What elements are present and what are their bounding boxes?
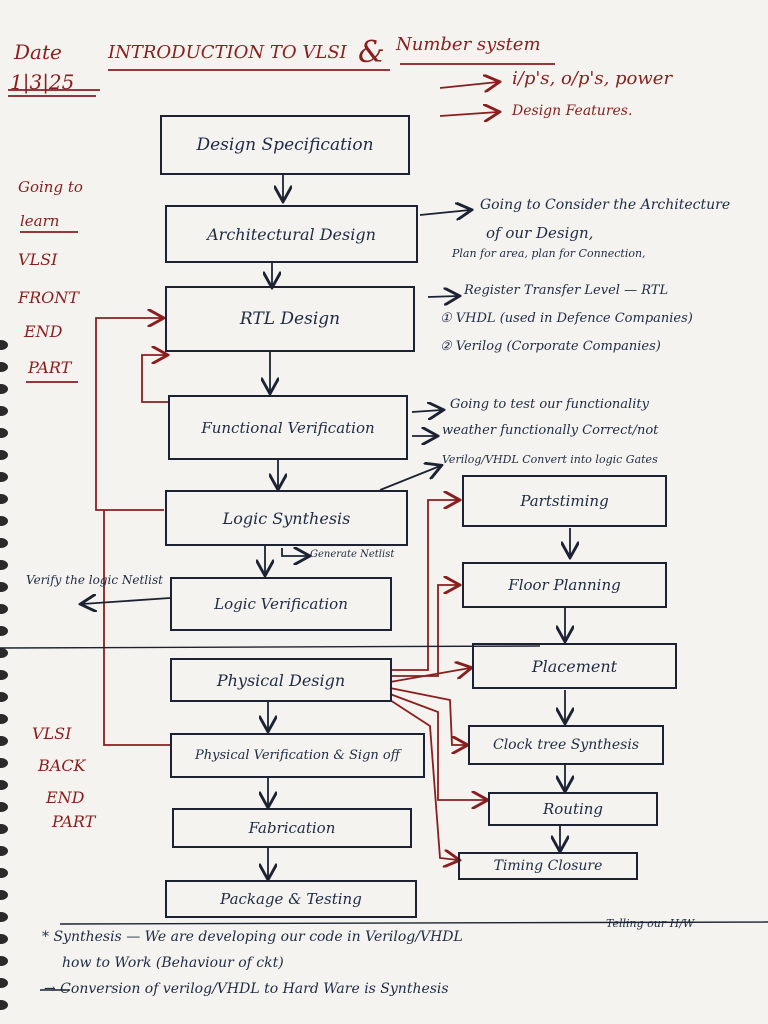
routing-label: Routing <box>542 800 604 818</box>
rtl-note-3: ② Verilog (Corporate Companies) <box>440 339 661 354</box>
arch-note-1: Going to Consider the Architecture <box>480 197 731 213</box>
front-end-note-1: Going to <box>18 178 83 196</box>
physical-design-box: Physical Design <box>170 658 392 702</box>
partitioning-label: Partstiming <box>520 492 609 510</box>
fabrication-box: Fabrication <box>172 808 412 848</box>
front-end-note-6: PART <box>28 358 72 377</box>
func-note-2: weather functionally Correct/not <box>442 423 659 438</box>
timing-closure-box: Timing Closure <box>458 852 638 880</box>
note-io-power: i/p's, o/p's, power <box>512 68 673 89</box>
design-specification-label: Design Specification <box>196 135 374 155</box>
front-end-note-5: END <box>24 322 63 341</box>
back-end-note-3: END <box>46 788 85 807</box>
front-end-note-4: FRONT <box>18 288 79 307</box>
verify-note: Verify the logic Netlist <box>26 573 163 587</box>
rtl-design-box: RTL Design <box>165 286 415 352</box>
partitioning-box: Partstiming <box>462 475 667 527</box>
architectural-design-label: Architectural Design <box>207 224 376 244</box>
logic-synthesis-box: Logic Synthesis <box>165 490 408 546</box>
placement-box: Placement <box>472 643 677 689</box>
rtl-note-1: Register Transfer Level — RTL <box>464 283 669 298</box>
front-end-note-3: VLSI <box>18 250 58 269</box>
netlist-note: Generate Netlist <box>310 549 395 560</box>
placement-label: Placement <box>531 656 618 676</box>
package-testing-box: Package & Testing <box>165 880 417 918</box>
logic-verification-label: Logic Verification <box>214 595 348 613</box>
rtl-note-2: ① VHDL (used in Defence Companies) <box>440 311 693 326</box>
physical-design-label: Physical Design <box>216 670 346 690</box>
page-subtitle: Number system <box>396 34 541 55</box>
functional-verification-label: Functional Verification <box>201 418 375 437</box>
date-label: Date <box>14 40 62 64</box>
floor-planning-box: Floor Planning <box>462 562 667 608</box>
logic-verification-box: Logic Verification <box>170 577 392 631</box>
physical-verification-box: Physical Verification & Sign off <box>170 733 425 778</box>
front-end-note-2: learn <box>20 212 60 230</box>
back-end-note-4: PART <box>52 812 96 831</box>
rtl-design-label: RTL Design <box>239 309 341 329</box>
synth-note-1: Verilog/VHDL Convert into logic Gates <box>442 453 658 466</box>
back-end-note-2: BACK <box>38 756 86 775</box>
title-ampersand: & <box>358 35 385 70</box>
arch-note-2: of our Design, <box>486 224 594 242</box>
back-end-note-1: VLSI <box>32 724 72 743</box>
footer-line-1: * Synthesis — We are developing our code… <box>42 929 463 945</box>
clock-tree-synthesis-label: Clock tree Synthesis <box>492 737 640 753</box>
footer-line-1b: Telling our H/W <box>606 917 695 930</box>
logic-synthesis-label: Logic Synthesis <box>222 508 351 528</box>
date-value: 1|3|25 <box>10 70 75 94</box>
footer-line-3: → Conversion of verilog/VHDL to Hard War… <box>44 981 449 997</box>
architectural-design-box: Architectural Design <box>165 205 418 263</box>
package-testing-label: Package & Testing <box>220 890 362 908</box>
floor-planning-label: Floor Planning <box>508 576 621 594</box>
page-title: INTRODUCTION TO VLSI <box>108 42 347 63</box>
clock-tree-synthesis-box: Clock tree Synthesis <box>468 725 664 765</box>
physical-verification-label: Physical Verification & Sign off <box>195 748 400 763</box>
routing-box: Routing <box>488 792 658 826</box>
footer-line-2: how to Work (Behaviour of ckt) <box>62 955 284 971</box>
timing-closure-label: Timing Closure <box>493 858 603 874</box>
note-design-features: Design Features. <box>512 103 633 119</box>
arch-note-3: Plan for area, plan for Connection, <box>452 247 646 260</box>
func-note-1: Going to test our functionality <box>450 397 649 412</box>
functional-verification-box: Functional Verification <box>168 395 408 460</box>
design-specification-box: Design Specification <box>160 115 410 175</box>
fabrication-label: Fabrication <box>248 819 336 837</box>
